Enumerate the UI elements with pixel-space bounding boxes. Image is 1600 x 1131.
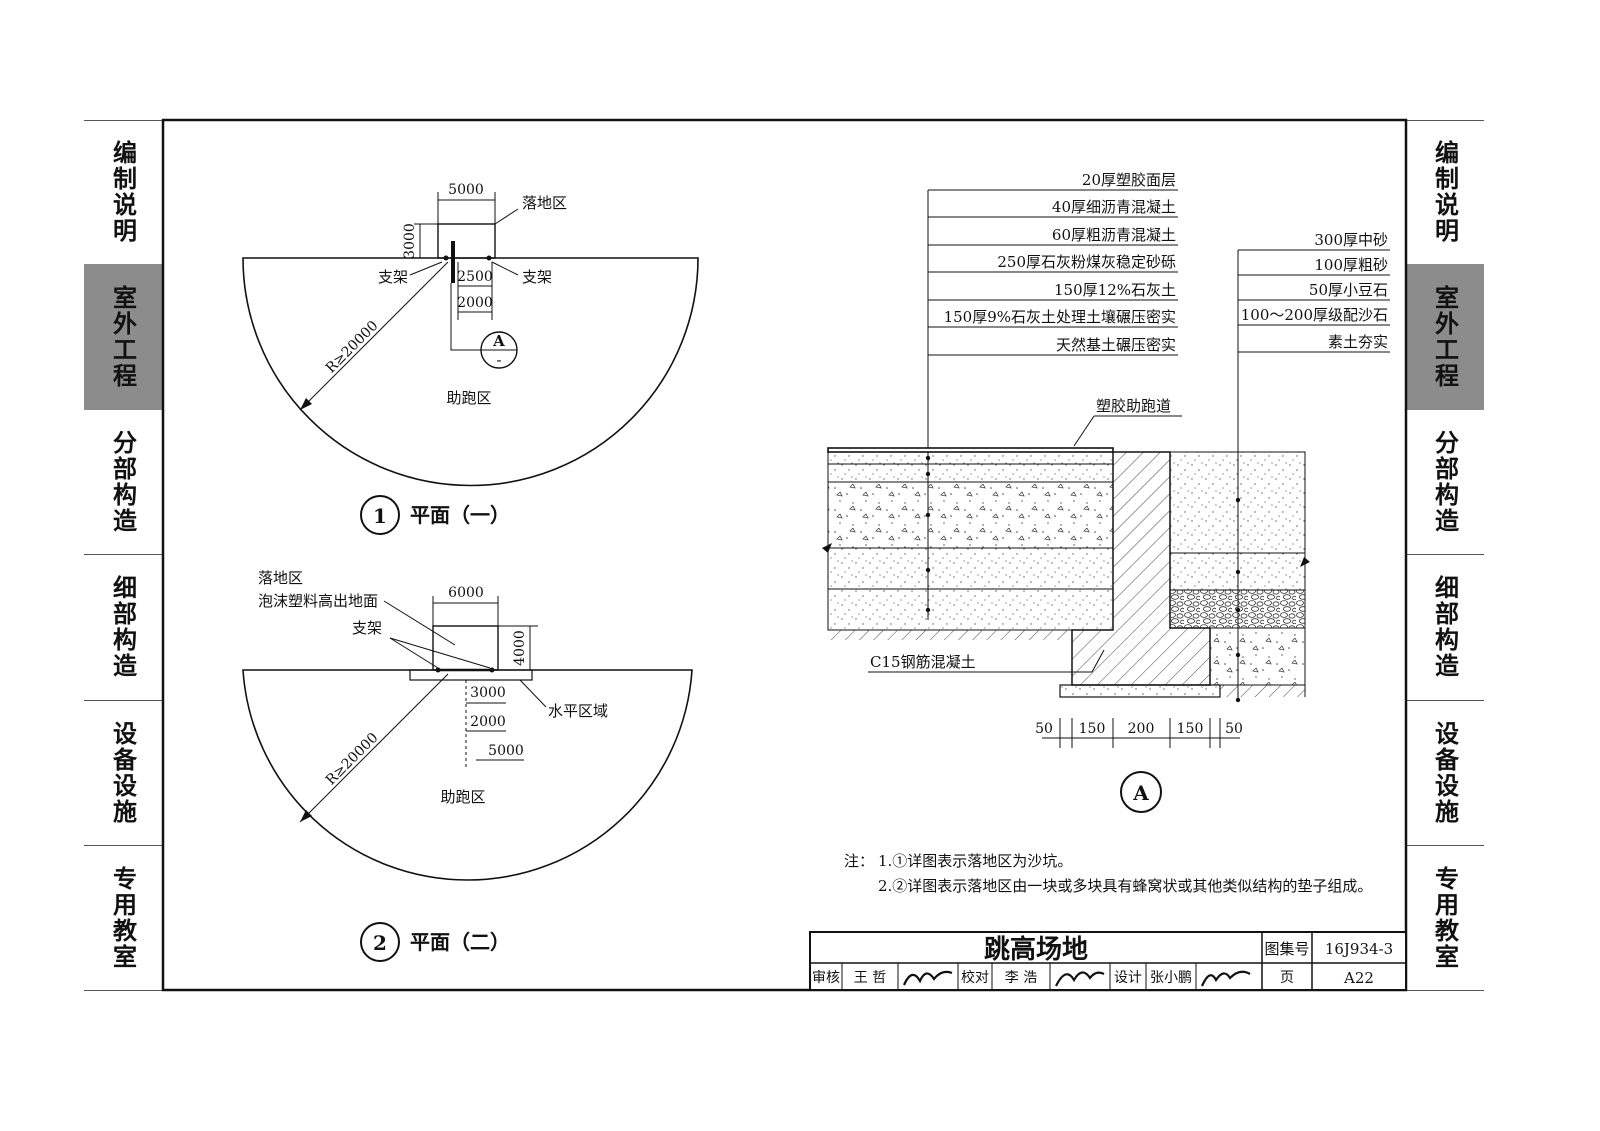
landing-area-2 bbox=[432, 625, 499, 671]
dim-2000: 2000 bbox=[457, 295, 493, 311]
layer-label-1: 40厚细沥青混凝土 bbox=[1052, 198, 1176, 216]
sidebar-tab-5[interactable]: 专用教室 bbox=[108, 865, 137, 970]
dim-200: 200 bbox=[1128, 721, 1155, 737]
section-a-circle bbox=[1120, 771, 1162, 813]
sidebar-tab-4[interactable]: 设备设施 bbox=[108, 720, 137, 825]
sidebar-tab-2[interactable]: 分部构造 bbox=[108, 430, 137, 534]
section-a: 20厚塑胶面层 40厚细沥青混凝土 60厚粗沥青混凝土 250厚石灰粉煤灰稳定砂… bbox=[822, 171, 1390, 813]
sidebar-tab-3[interactable]: 细部构造 bbox=[108, 575, 137, 679]
dim-150-left: 150 bbox=[1079, 721, 1106, 737]
sand-layer-label-2: 50厚小豆石 bbox=[1309, 281, 1388, 299]
dim-3000: 3000 bbox=[402, 223, 418, 259]
review-label: 审核 bbox=[812, 970, 840, 986]
plan-2-title-circle bbox=[360, 922, 400, 962]
callout-a-sub: - bbox=[496, 351, 501, 369]
dim-6000: 6000 bbox=[448, 585, 484, 601]
reviewer-signature bbox=[902, 970, 953, 986]
radius-label-2: R≥20000 bbox=[323, 730, 382, 789]
sidebar-tab-1[interactable]: 室外工程 bbox=[84, 264, 162, 410]
plan-1-number: 1 bbox=[373, 504, 387, 528]
plan-1-title-circle bbox=[360, 495, 400, 535]
notes: 注： 1.①详图表示落地区为沙坑。 2.②详图表示落地区由一块或多块具有蜂窝状或… bbox=[844, 852, 1372, 895]
section-a-label: A bbox=[1132, 781, 1149, 805]
sand-layer-label-0: 300厚中砂 bbox=[1314, 231, 1388, 249]
plan-1-title: 平面（一） bbox=[410, 503, 510, 527]
sand-layer-label-1: 100厚粗砂 bbox=[1314, 256, 1388, 274]
radius-label-1: R≥20000 bbox=[323, 318, 382, 377]
note-1: 1.①详图表示落地区为沙坑。 bbox=[878, 852, 1072, 870]
sidebar-tab-2-right[interactable]: 分部构造 bbox=[1430, 430, 1459, 534]
plan-2-title: 平面（二） bbox=[410, 930, 510, 954]
layer-label-5: 150厚9%石灰土处理土壤碾压密实 bbox=[944, 308, 1176, 326]
plan-2: 落地区 泡沫塑料高出地面 支架 6000 4000 3000 2000 5000… bbox=[242, 569, 693, 962]
dim-2500: 2500 bbox=[457, 269, 493, 285]
check-label: 校对 bbox=[961, 969, 989, 986]
sand-layer-label-4: 素土夯实 bbox=[1328, 333, 1388, 351]
sidebar-tab-4-right[interactable]: 设备设施 bbox=[1430, 720, 1459, 825]
sand-layer-label-3: 100～200厚级配沙石 bbox=[1241, 306, 1388, 324]
layer-label-3: 250厚石灰粉煤灰稳定砂砾 bbox=[997, 253, 1176, 271]
dim-5000-b: 5000 bbox=[488, 743, 524, 759]
level-area-label: 水平区域 bbox=[548, 702, 608, 720]
title-block: 跳高场地 图集号 16J934-3 审核 王 哲 校对 李 浩 设计 张小鹏 页… bbox=[809, 931, 1407, 991]
drawing-title: 跳高场地 bbox=[984, 934, 1088, 965]
runup-label-2: 助跑区 bbox=[440, 788, 485, 806]
concrete-label: C15钢筋混凝土 bbox=[870, 653, 976, 671]
layer-label-0: 20厚塑胶面层 bbox=[1082, 171, 1176, 189]
sidebar-tab-0-right[interactable]: 编制说明 bbox=[1430, 140, 1459, 244]
dim-4000: 4000 bbox=[512, 630, 528, 666]
landing-label-1: 落地区 bbox=[522, 194, 567, 212]
support-right-label: 支架 bbox=[522, 268, 552, 286]
dim-3000-b: 3000 bbox=[470, 685, 506, 701]
foam-label: 泡沫塑料高出地面 bbox=[258, 592, 378, 610]
design-label: 设计 bbox=[1114, 970, 1142, 986]
dim-150-right: 150 bbox=[1177, 721, 1204, 737]
plan-1: 5000 3000 落地区 支架 支架 2500 2000 A - R≥2000… bbox=[242, 182, 699, 535]
page-number: A22 bbox=[1343, 969, 1374, 987]
dim-50-left: 50 bbox=[1035, 721, 1053, 737]
runup-semicircle-2 bbox=[242, 669, 693, 881]
dim-2000-b: 2000 bbox=[470, 714, 506, 730]
checker-name: 李 浩 bbox=[1005, 970, 1037, 986]
notes-prefix: 注： bbox=[844, 852, 874, 870]
runup-semicircle-1 bbox=[242, 257, 699, 487]
dim-50-right: 50 bbox=[1225, 721, 1243, 737]
plan-2-number: 2 bbox=[373, 931, 387, 955]
level-area-strip bbox=[409, 669, 533, 681]
atlas-label: 图集号 bbox=[1264, 940, 1309, 958]
landing-area-1 bbox=[437, 223, 496, 259]
runup-label-1: 助跑区 bbox=[446, 389, 491, 407]
designer-name: 张小鹏 bbox=[1150, 970, 1192, 986]
support-label-2: 支架 bbox=[352, 619, 382, 637]
support-left-label: 支架 bbox=[378, 268, 408, 286]
page-label: 页 bbox=[1280, 970, 1294, 986]
atlas-number: 16J934-3 bbox=[1325, 940, 1393, 958]
sidebar-tab-5-right[interactable]: 专用教室 bbox=[1430, 865, 1459, 970]
sidebar-tab-3-right[interactable]: 细部构造 bbox=[1430, 575, 1459, 679]
layer-label-6: 天然基土碾压密实 bbox=[1056, 336, 1176, 354]
note-2: 2.②详图表示落地区由一块或多块具有蜂窝状或其他类似结构的垫子组成。 bbox=[878, 877, 1372, 895]
dim-5000: 5000 bbox=[448, 182, 484, 198]
landing-label-2: 落地区 bbox=[258, 569, 303, 587]
sidebar-tab-1-right[interactable]: 室外工程 bbox=[1406, 264, 1484, 410]
sidebar-tab-0[interactable]: 编制说明 bbox=[108, 140, 137, 244]
reviewer-name: 王 哲 bbox=[854, 970, 886, 986]
designer-signature bbox=[1200, 970, 1251, 987]
callout-a-letter: A bbox=[492, 332, 505, 350]
checker-signature bbox=[1055, 971, 1105, 987]
track-label: 塑胶助跑道 bbox=[1096, 397, 1171, 415]
layer-label-2: 60厚粗沥青混凝土 bbox=[1052, 226, 1176, 244]
sheet-frame bbox=[161, 118, 1408, 992]
layer-label-4: 150厚12%石灰土 bbox=[1054, 281, 1176, 299]
